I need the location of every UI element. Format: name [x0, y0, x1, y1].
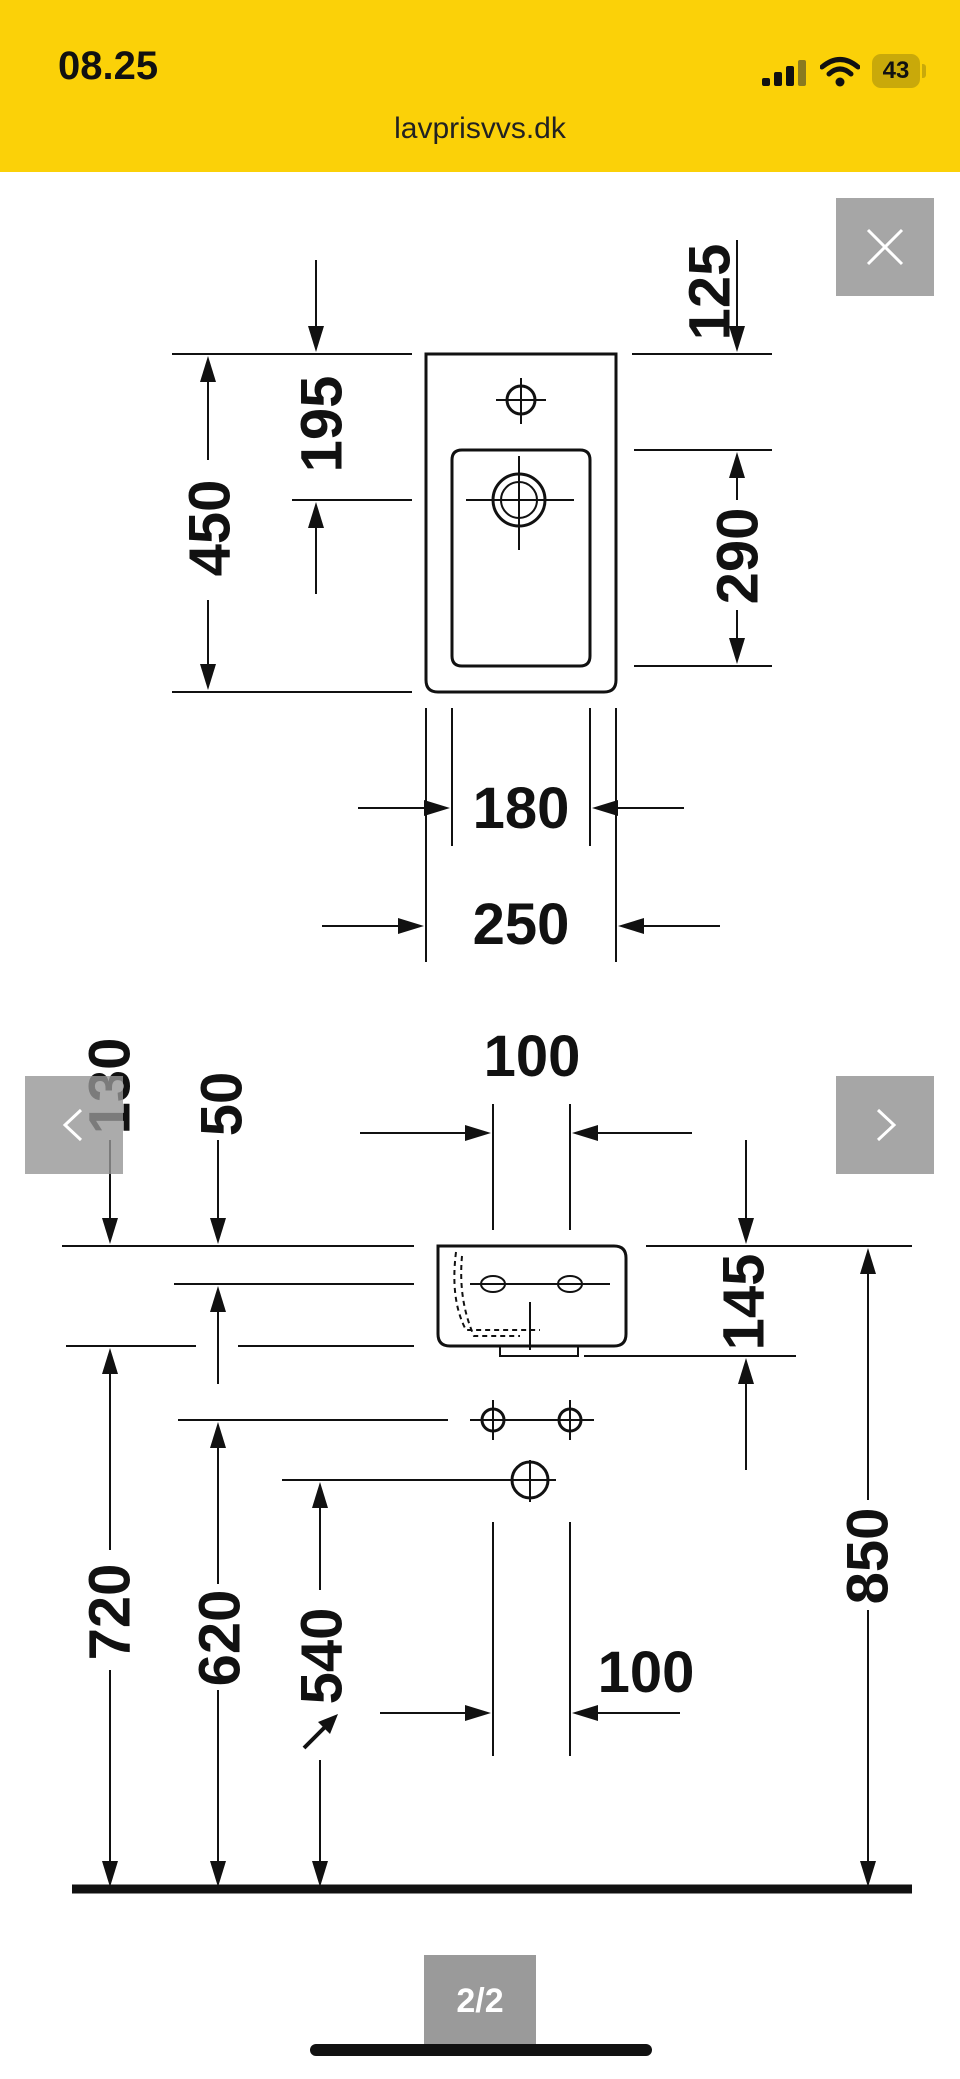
dim-850: 850 — [836, 1508, 901, 1605]
dim-540: 540 — [290, 1608, 355, 1705]
close-button[interactable] — [836, 198, 934, 296]
status-time: 08.25 — [58, 44, 159, 88]
technical-drawing-image: 125 195 450 290 180 250 130 50 100 145 7… — [0, 172, 960, 1972]
image-counter: 2/2 — [424, 1955, 536, 2047]
basin-top-outline — [424, 352, 618, 694]
wifi-icon — [820, 57, 860, 87]
dim-290: 290 — [706, 508, 771, 605]
dim-195: 195 — [290, 376, 355, 473]
dim-250: 250 — [473, 892, 570, 957]
dim-50: 50 — [190, 1072, 255, 1137]
dim-100-top: 100 — [484, 1024, 581, 1089]
dim-100-bottom: 100 — [598, 1640, 695, 1705]
address-bar-url[interactable]: lavprisvvs.dk — [394, 112, 566, 145]
chevron-right-icon — [876, 1108, 897, 1142]
battery-tip — [922, 64, 926, 78]
close-icon — [866, 228, 904, 266]
status-bar: 08.25 43 lavprisvvs.dk — [0, 0, 960, 172]
basin-side-profile — [436, 1244, 628, 1348]
cellular-signal-icon — [762, 60, 808, 86]
dim-125: 125 — [678, 244, 743, 341]
basin-bowl-outline — [450, 448, 592, 668]
previous-image-button[interactable] — [25, 1076, 123, 1174]
battery-icon: 43 — [872, 54, 920, 88]
dim-180: 180 — [473, 776, 570, 841]
next-image-button[interactable] — [836, 1076, 934, 1174]
chevron-left-icon — [62, 1108, 83, 1142]
dim-450: 450 — [178, 480, 243, 577]
dim-145: 145 — [712, 1254, 777, 1351]
dim-720: 720 — [78, 1564, 143, 1661]
home-indicator[interactable] — [310, 2044, 652, 2056]
dim-620: 620 — [188, 1590, 253, 1687]
